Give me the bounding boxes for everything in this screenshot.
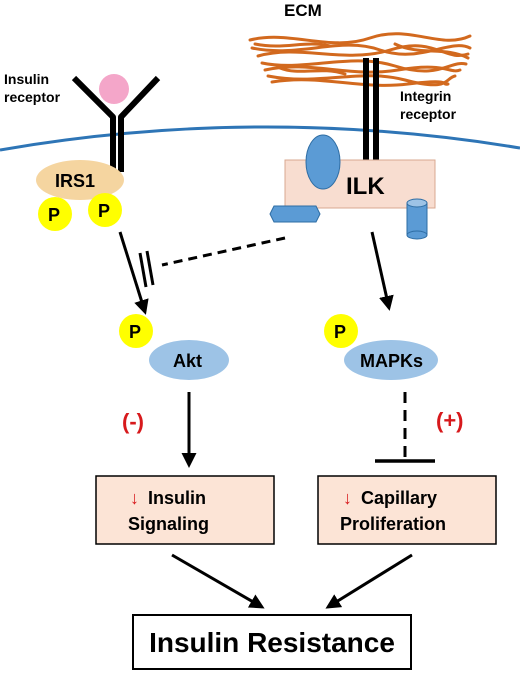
akt-phospho-label: P [129,322,141,342]
insulin-resistance-box [132,614,412,670]
irs1-node [36,160,124,200]
integrin-receptor [363,58,379,170]
ilk-cylinder-domain [406,198,428,240]
ecm-label: ECM [284,1,322,20]
ilk-oval-domain [305,134,341,190]
capillary-down-arrow: ↓ [343,488,352,508]
irs1-label: IRS1 [55,171,95,191]
ilk-hexagon-domain [269,205,321,223]
integrin-receptor-label-line1: Integrin [400,88,451,104]
insulin-signaling-box [95,475,275,545]
cell-membrane [0,125,520,152]
insulin-signaling-line2: Signaling [128,514,209,534]
insulin-receptor-label-line1: Insulin [4,71,49,87]
mapks-phospho-label: P [334,322,346,342]
insulin-signaling-down-arrow: ↓ [130,488,139,508]
mapks-phospho [324,314,358,348]
ecm-fibers [248,32,472,87]
akt-label: Akt [173,351,202,371]
insulin-receptor-label-line2: receptor [4,89,61,105]
ilk-to-mapks-arrow [370,231,394,311]
irs1-to-akt-arrow [118,231,149,315]
akt-phospho [119,314,153,348]
ilk-inhibition-dashed [161,236,286,267]
capillary-proliferation-box [317,475,497,545]
insulin-resistance-label: Insulin Resistance [149,627,395,658]
minus-effect-label: (-) [122,409,144,434]
mapks-label: MAPKs [360,351,423,371]
irs1-phospho-left [38,197,72,231]
insulin-ligand [99,74,129,104]
irs1-phospho-right [88,193,122,227]
mapks-node [344,340,438,380]
capillary-line2: Proliferation [340,514,446,534]
capillary-line1: Capillary [361,488,437,508]
ilk-inhibition-bar-1 [145,250,155,286]
proliferation-to-resistance-arrow [325,553,413,609]
integrin-receptor-label-line2: receptor [400,106,457,122]
irs1-phospho-right-label: P [98,201,110,221]
plus-effect-label: (+) [436,408,464,433]
irs1-phospho-left-label: P [48,205,60,225]
insulin-signaling-line1: Insulin [148,488,206,508]
ilk-label: ILK [346,173,385,200]
signaling-to-resistance-arrow [171,553,265,609]
insulin-receptor [71,75,161,172]
ilk-inhibition-bar-2 [138,252,148,288]
akt-node [149,340,229,380]
